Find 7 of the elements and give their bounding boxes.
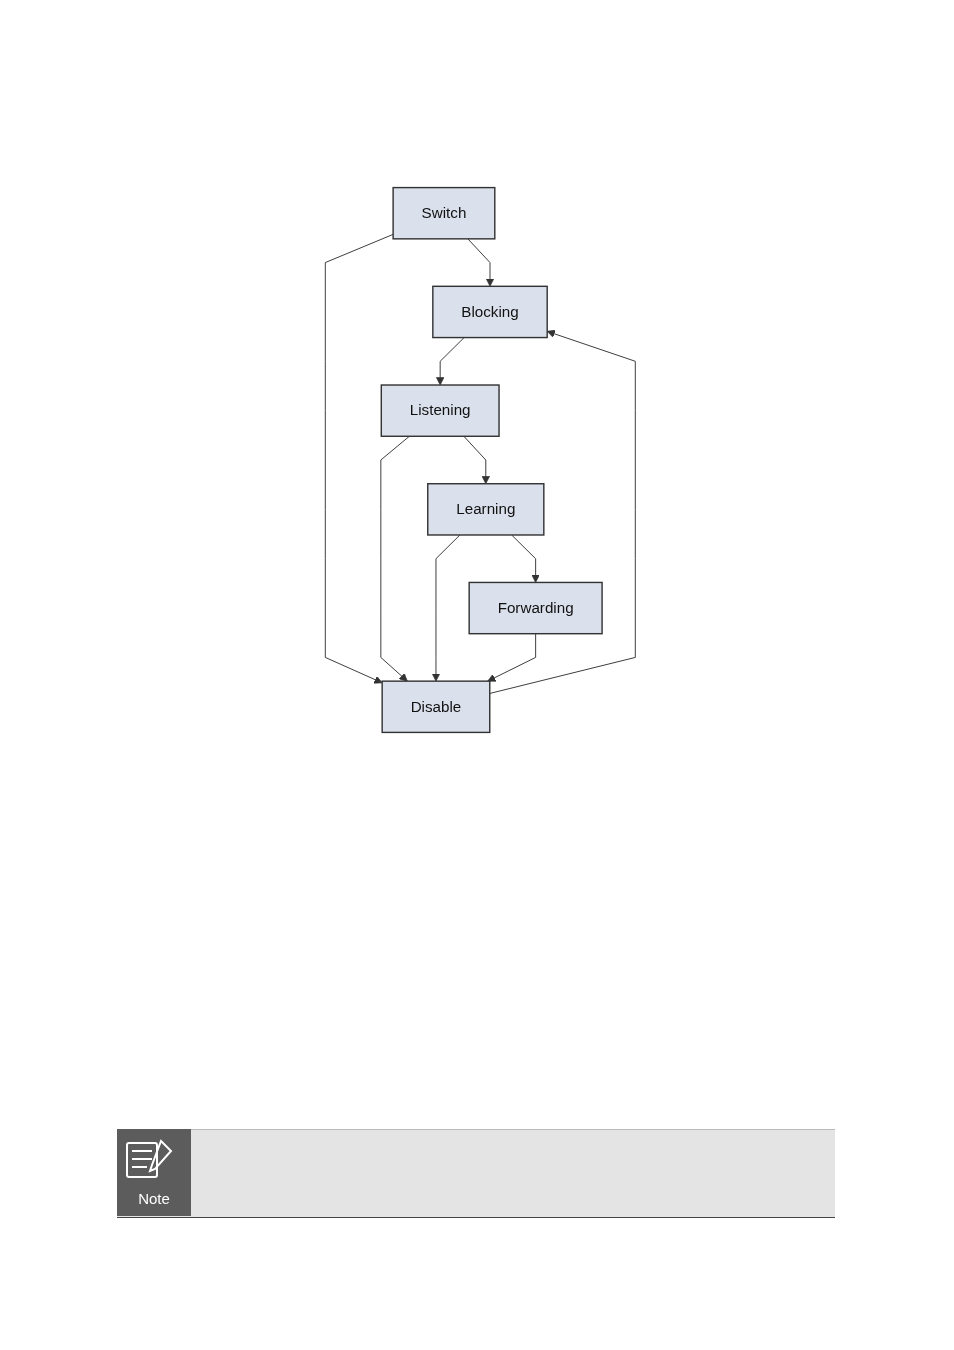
node-box: Switch xyxy=(392,186,496,240)
node-box: Learning xyxy=(426,483,545,536)
node-box: Listening xyxy=(380,384,500,437)
note-label: Note xyxy=(137,1190,171,1207)
node-box: Disable xyxy=(381,680,491,734)
node-box: Blocking xyxy=(431,285,548,339)
node-box: Forwarding xyxy=(468,581,603,635)
